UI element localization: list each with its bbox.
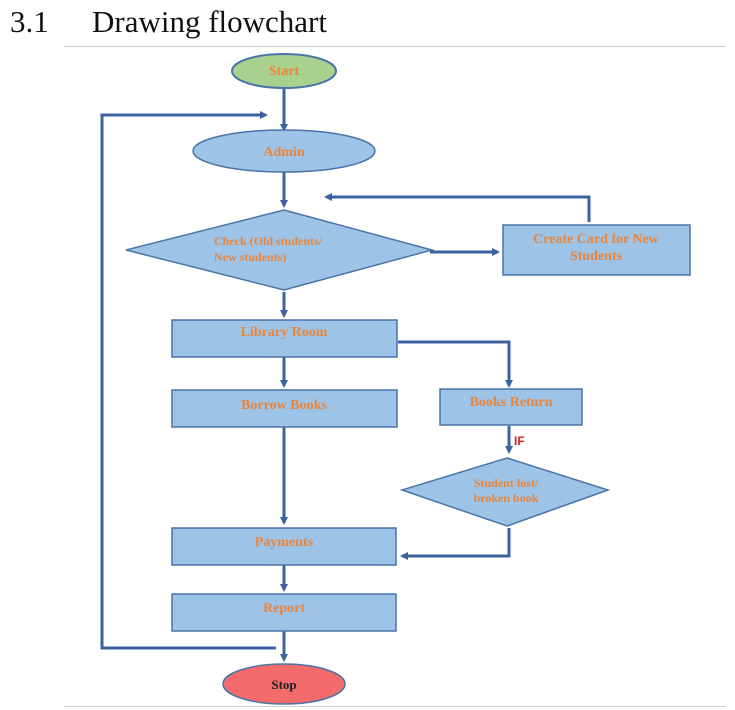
- bottom-divider: [64, 706, 726, 707]
- library-room-node: [171, 319, 398, 358]
- report-node: [171, 593, 397, 632]
- payments-node: [171, 527, 397, 566]
- start-label: Start: [269, 64, 300, 79]
- check-node: [125, 209, 435, 291]
- borrow-books-label: Borrow Books: [241, 398, 327, 413]
- library-room-label: Library Room: [241, 325, 328, 340]
- check-label-line1: Check (Old students/: [214, 234, 323, 248]
- lost-book-node: [399, 457, 611, 527]
- if-label: IF: [514, 434, 525, 448]
- admin-node: [192, 129, 376, 173]
- section-heading: 3.1 Drawing flowchart: [0, 4, 735, 44]
- section-title: Drawing flowchart: [92, 4, 327, 39]
- stop-node: [222, 663, 346, 705]
- report-label: Report: [263, 601, 305, 616]
- admin-label: Admin: [263, 145, 304, 160]
- arrow-create-back: [324, 193, 591, 222]
- lost-book-label-line1: Student lost/: [474, 476, 539, 490]
- arrow-library-return: [398, 340, 513, 388]
- check-label-line2: New students): [214, 250, 286, 264]
- arrow-lost-payments: [400, 528, 511, 560]
- payments-label: Payments: [255, 535, 314, 550]
- section-number: 3.1: [10, 4, 49, 39]
- arrow-report-loop: [100, 111, 276, 650]
- create-card-node: [502, 224, 691, 276]
- books-return-label: Books Return: [470, 395, 553, 410]
- top-divider: [64, 46, 726, 47]
- start-node: [231, 53, 337, 89]
- stop-label: Stop: [271, 677, 296, 692]
- connectors: [100, 88, 591, 662]
- books-return-node: [439, 388, 583, 426]
- borrow-books-node: [171, 389, 398, 428]
- create-card-label-line2: Students: [570, 249, 623, 264]
- lost-book-label-line2: broken book: [474, 491, 539, 505]
- create-card-label-line1: Create Card for New: [533, 232, 660, 247]
